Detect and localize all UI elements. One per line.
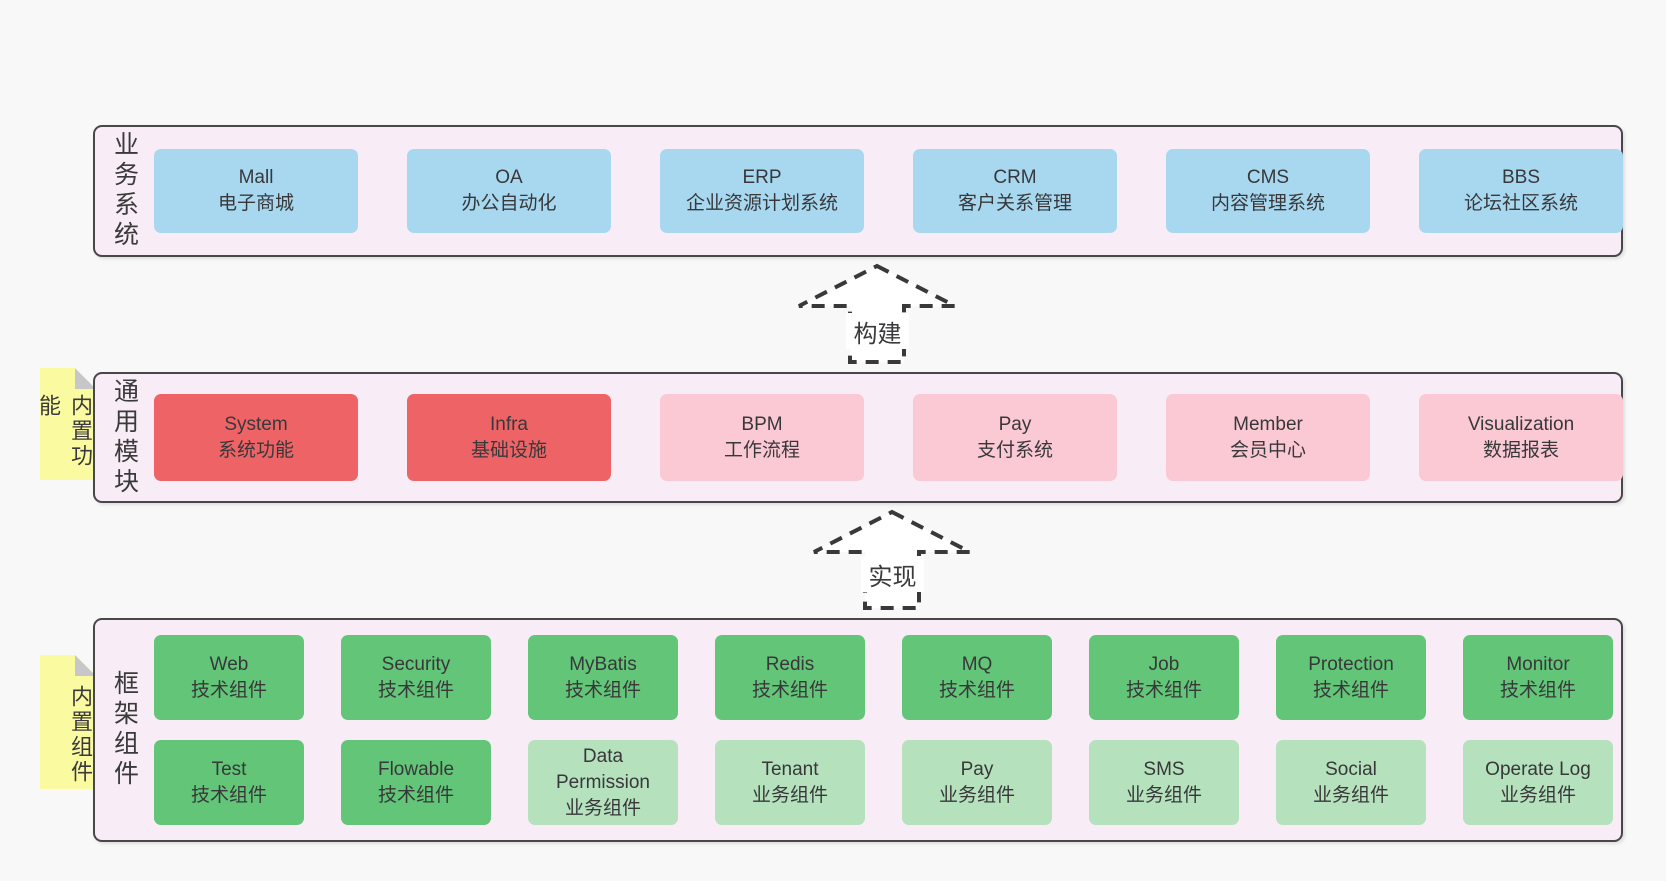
box-operate-log: Operate Log 业务组件	[1463, 740, 1613, 825]
box-subtitle: 办公自动化	[461, 193, 557, 214]
box-subtitle: 技术组件	[938, 679, 1015, 701]
box-mall: Mall 电子商城	[154, 149, 358, 233]
sticky-note-label: 内置组件	[68, 685, 93, 785]
box-protection: Protection 技术组件	[1276, 635, 1426, 720]
box-oa: OA 办公自动化	[407, 149, 611, 233]
box-title: Redis	[765, 653, 815, 675]
box-title: Member	[1233, 413, 1303, 435]
box-title: Flowable	[377, 758, 455, 780]
business-systems-box-row: Mall 电子商城 OA 办公自动化 ERP 企业资源计划系统 CRM 客户关系管理 CMS 内容…	[154, 127, 1637, 255]
box-visualization: Visualization 数据报表	[1419, 394, 1623, 481]
box-security: Security 技术组件	[341, 635, 491, 720]
box-title: CMS	[1246, 167, 1290, 188]
box-subtitle: 业务组件	[1312, 784, 1389, 806]
box-title: OA	[495, 167, 523, 188]
sticky-note-label: 内置功能	[36, 394, 93, 469]
box-subtitle: 支付系统	[976, 439, 1053, 461]
box-subtitle: 工作流程	[723, 439, 800, 461]
sticky-note-builtin-components: 内置组件	[40, 655, 96, 789]
box-title: Protection	[1308, 653, 1394, 675]
box-sms: SMS 业务组件	[1089, 740, 1239, 825]
box-title: Visualization	[1467, 413, 1575, 435]
box-subtitle: 业务组件	[564, 797, 641, 819]
box-subtitle: 技术组件	[377, 784, 454, 806]
box-bpm: BPM 工作流程	[660, 394, 864, 481]
box-title: MyBatis	[569, 653, 637, 675]
box-title: Pay	[960, 758, 994, 780]
box-title: Pay	[998, 413, 1032, 435]
box-web: Web 技术组件	[154, 635, 304, 720]
box-title: Security	[381, 653, 451, 675]
box-subtitle: 技术组件	[564, 679, 641, 701]
box-social: Social 业务组件	[1276, 740, 1426, 825]
panel-title-framework-components: 框架组件	[110, 670, 139, 790]
box-title: Infra	[489, 413, 529, 435]
box-title: BPM	[741, 413, 783, 435]
box-subtitle: 数据报表	[1482, 439, 1559, 461]
box-title: Mall	[238, 167, 274, 188]
box-subtitle: 客户关系管理	[957, 193, 1072, 214]
box-member: Member 会员中心	[1166, 394, 1370, 481]
box-subtitle: 系统功能	[217, 439, 294, 461]
box-subtitle: 技术组件	[1499, 679, 1576, 701]
box-title: ERP	[742, 167, 782, 188]
box-tenant: Tenant 业务组件	[715, 740, 865, 825]
box-title: Operate Log	[1485, 758, 1591, 780]
box-bbs: BBS 论坛社区系统	[1419, 149, 1623, 233]
box-subtitle: 内容管理系统	[1210, 193, 1325, 214]
box-data-permission: Data Permission 业务组件	[528, 740, 678, 825]
box-subtitle: 技术组件	[751, 679, 828, 701]
box-subtitle: 业务组件	[1125, 784, 1202, 806]
arrow-label-implement: 实现	[861, 556, 924, 592]
box-subtitle: 技术组件	[1312, 679, 1389, 701]
box-title: Data Permission	[556, 745, 650, 793]
box-title: Web	[209, 653, 249, 675]
box-test: Test 技术组件	[154, 740, 304, 825]
box-subtitle: 企业资源计划系统	[685, 193, 838, 214]
box-title: Tenant	[761, 758, 819, 780]
box-system: System 系统功能	[154, 394, 358, 481]
panel-common-modules: 通用模块 System 系统功能 Infra 基础设施 BPM 工作流程 Pay 支付系统 Me…	[93, 372, 1623, 503]
box-subtitle: 基础设施	[470, 439, 547, 461]
box-crm: CRM 客户关系管理	[913, 149, 1117, 233]
sticky-note-builtin-features: 内置功能	[40, 368, 96, 480]
box-title: System	[224, 413, 288, 435]
box-title: Monitor	[1506, 653, 1570, 675]
arrow-label-build: 构建	[846, 313, 909, 349]
box-subtitle: 技术组件	[1125, 679, 1202, 701]
box-subtitle: 业务组件	[1499, 784, 1576, 806]
box-subtitle: 电子商城	[217, 193, 294, 214]
box-mq: MQ 技术组件	[902, 635, 1052, 720]
common-modules-box-row: System 系统功能 Infra 基础设施 BPM 工作流程 Pay 支付系统 Member 会…	[154, 374, 1637, 501]
box-subtitle: 业务组件	[938, 784, 1015, 806]
box-title: Social	[1325, 758, 1377, 780]
box-monitor: Monitor 技术组件	[1463, 635, 1613, 720]
box-redis: Redis 技术组件	[715, 635, 865, 720]
panel-title-common-modules: 通用模块	[110, 377, 139, 498]
box-flowable: Flowable 技术组件	[341, 740, 491, 825]
box-mybatis: MyBatis 技术组件	[528, 635, 678, 720]
box-title: CRM	[993, 167, 1037, 188]
panel-title-business-systems: 业务系统	[110, 131, 139, 251]
box-subtitle: 技术组件	[190, 679, 267, 701]
box-subtitle: 会员中心	[1229, 439, 1306, 461]
box-pay: Pay 业务组件	[902, 740, 1052, 825]
box-erp: ERP 企业资源计划系统	[660, 149, 864, 233]
box-title: SMS	[1143, 758, 1185, 780]
box-subtitle: 技术组件	[377, 679, 454, 701]
box-subtitle: 技术组件	[190, 784, 267, 806]
box-subtitle: 业务组件	[751, 784, 828, 806]
box-title: BBS	[1501, 167, 1541, 188]
box-cms: CMS 内容管理系统	[1166, 149, 1370, 233]
box-pay: Pay 支付系统	[913, 394, 1117, 481]
box-infra: Infra 基础设施	[407, 394, 611, 481]
box-subtitle: 论坛社区系统	[1463, 193, 1578, 214]
box-title: MQ	[961, 653, 993, 675]
box-job: Job 技术组件	[1089, 635, 1239, 720]
panel-business-systems: 业务系统 Mall 电子商城 OA 办公自动化 ERP 企业资源计划系统 CRM 客户关系管理…	[93, 125, 1623, 257]
box-title: Test	[211, 758, 247, 780]
box-title: Job	[1148, 653, 1180, 675]
